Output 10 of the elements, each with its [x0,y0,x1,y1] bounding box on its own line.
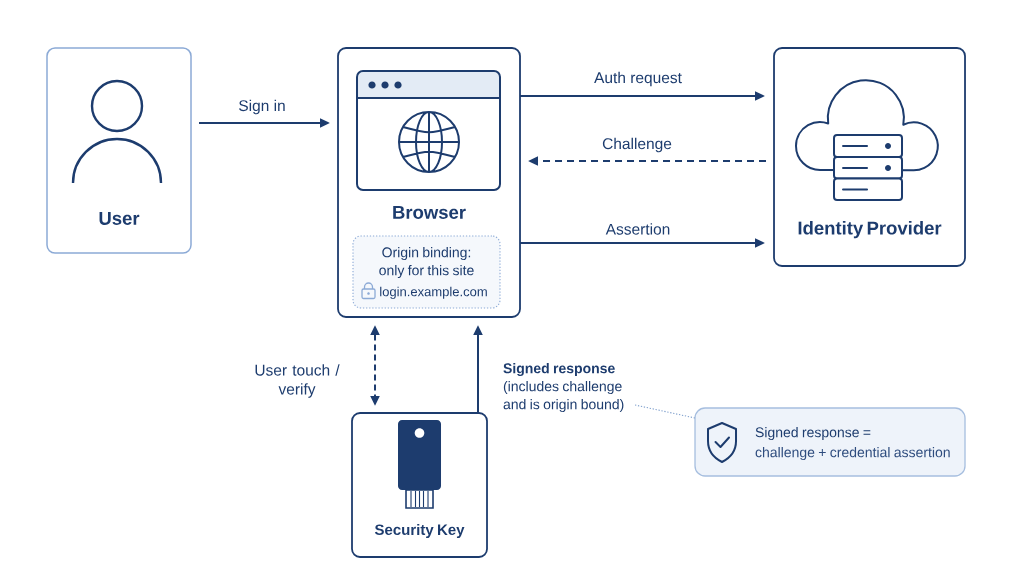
edge-label: User touch / verify [251,362,343,400]
edge-label: Sign in [236,98,288,116]
edge-label: Challenge [600,136,674,154]
dotted-box: Origin binding: only for this site login.example.com [352,235,501,309]
annotation-text: Signed response (includes challenge and is origin bound) [503,363,624,413]
edge-label: Assertion [604,221,672,237]
entity-box: User [46,47,192,254]
edge-label: Auth request [592,70,684,88]
note-box: Signed response = challenge + credential assertion [694,407,966,477]
leader-line [634,404,696,419]
